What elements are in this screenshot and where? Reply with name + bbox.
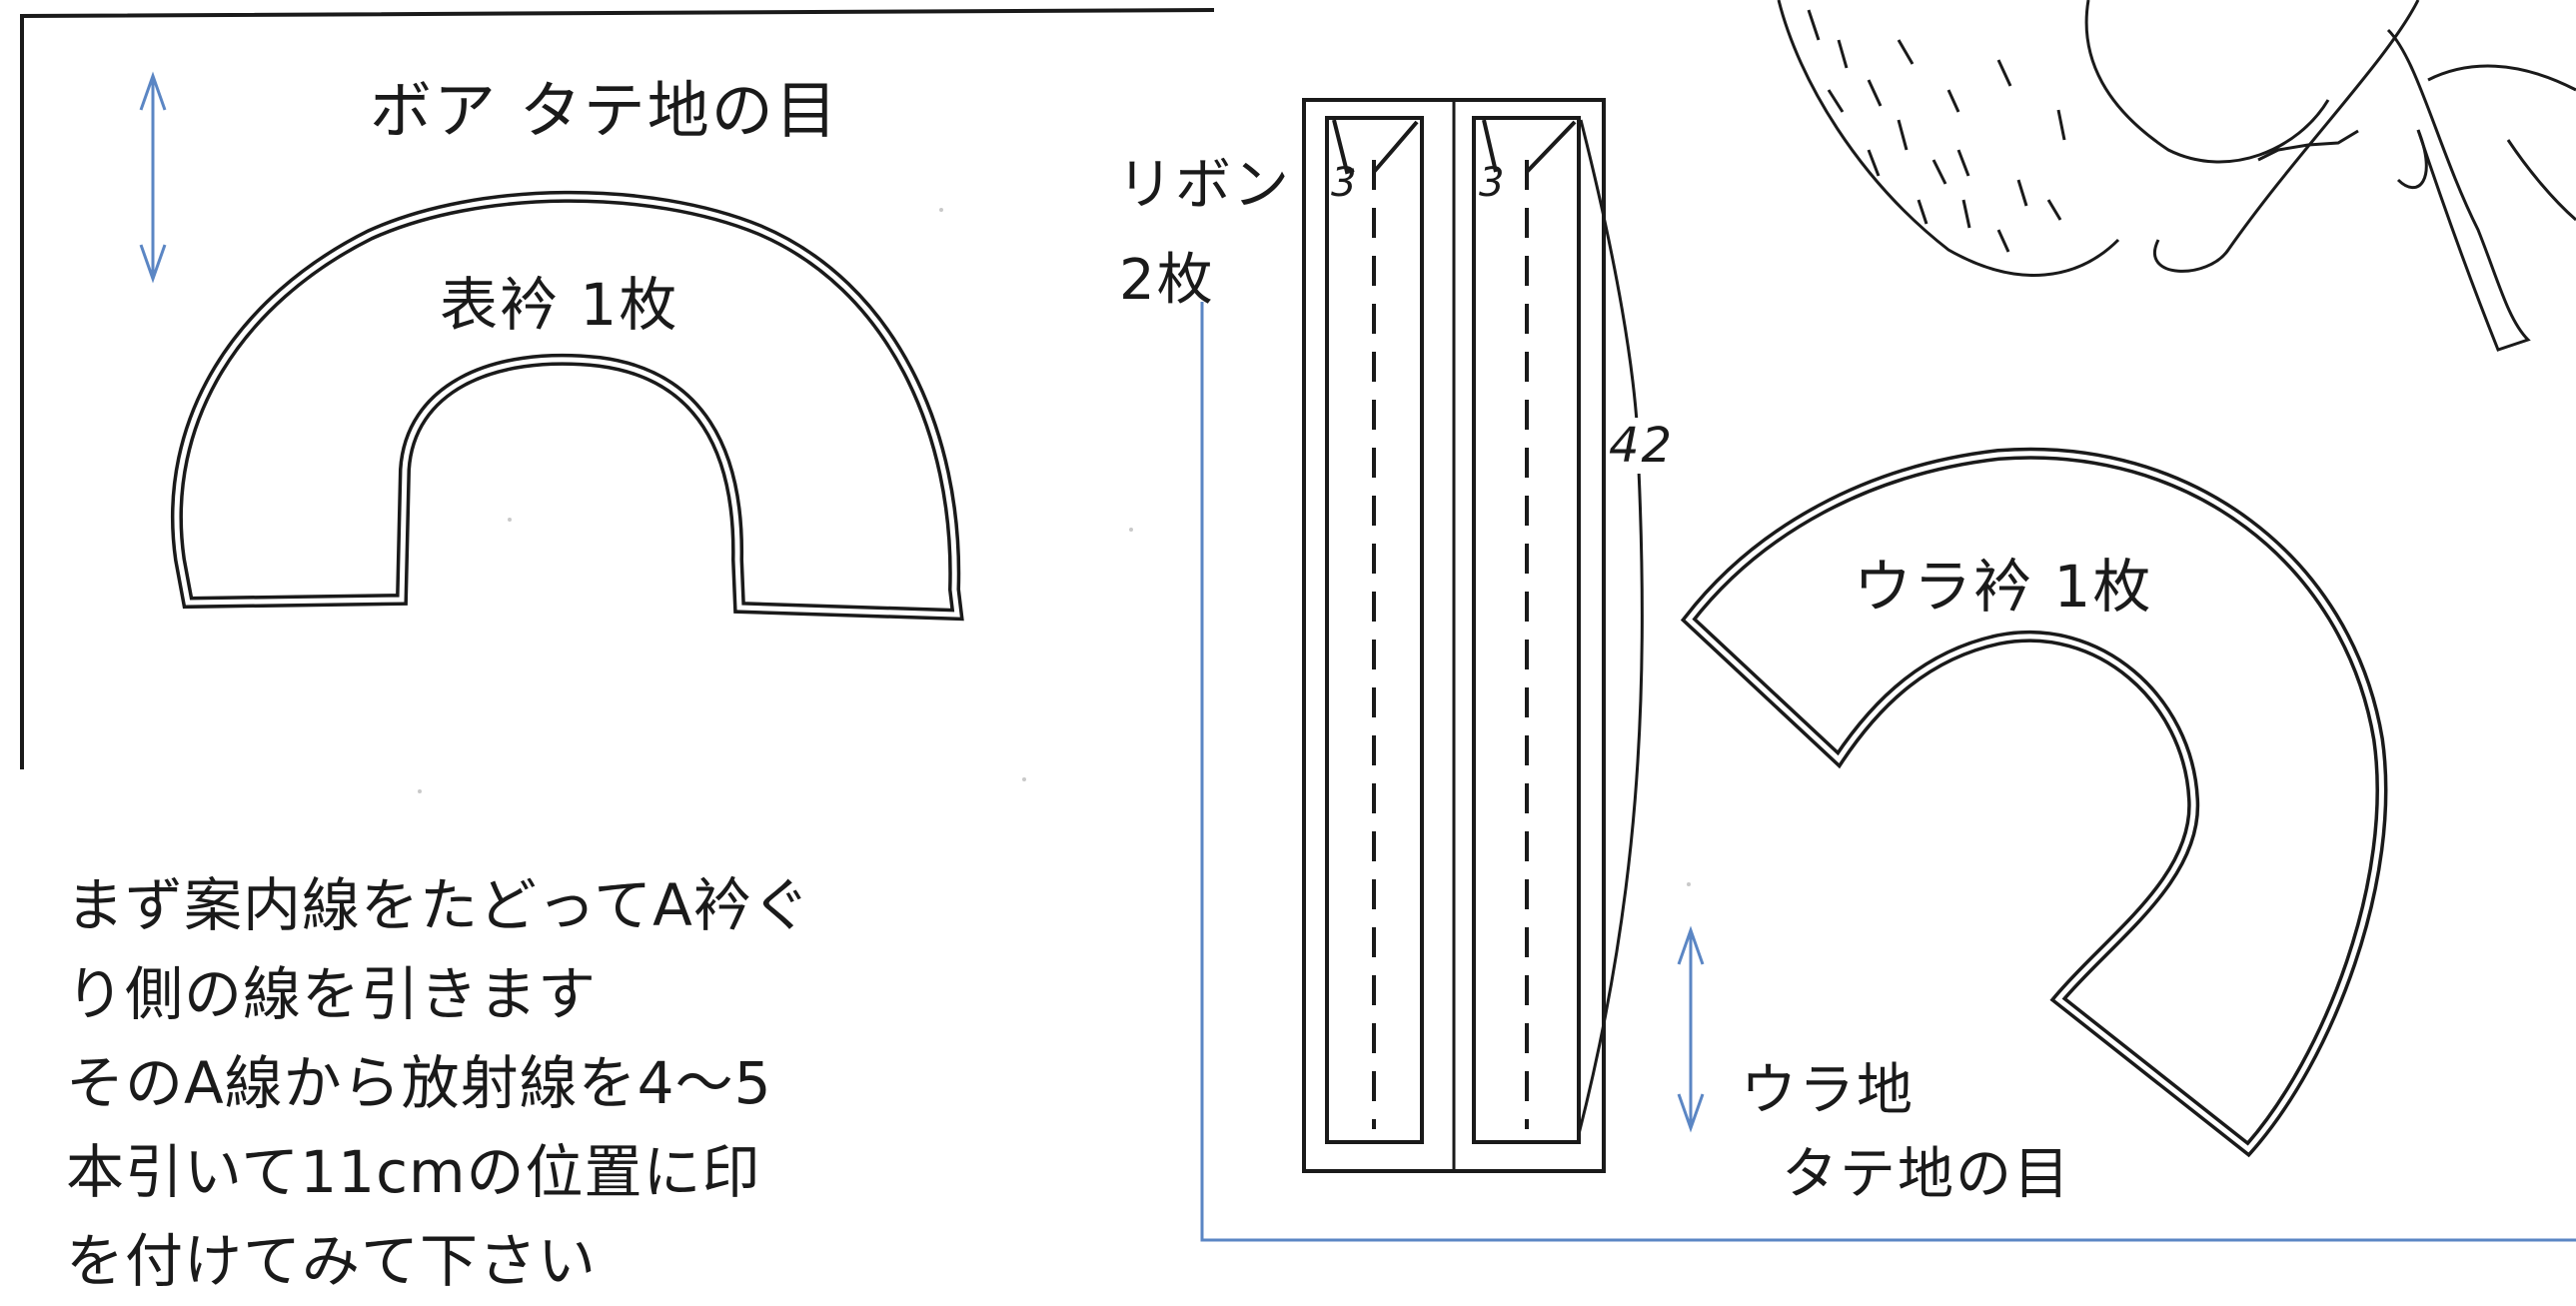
- scan-specks: [418, 208, 1691, 886]
- front-collar-piece-label: 表衿 1枚: [440, 271, 679, 339]
- fur-collar-illustration: [1777, 0, 2576, 352]
- instruction-line: を付けてみて下さい: [66, 1227, 598, 1295]
- back-collar-fabric-label: ウラ地: [1741, 1058, 1915, 1123]
- ribbon-pieces: [1302, 98, 1644, 1173]
- instruction-line: そのA線から放射線を4～5: [66, 1049, 772, 1117]
- ribbon-count-label: 2枚: [1119, 248, 1215, 313]
- front-collar-frame: [20, 8, 1215, 769]
- ribbon-strip-right: [1472, 116, 1581, 1144]
- front-collar-grain-label: ボア タテ地の目: [370, 74, 839, 147]
- instruction-line: まず案内線をたどってA衿ぐ: [66, 871, 811, 939]
- ribbon-length-label: 42: [1609, 418, 1675, 474]
- right-frame-line: [1200, 302, 2576, 1242]
- grain-arrow-back: [1677, 925, 1705, 1133]
- grain-arrow-front: [139, 71, 167, 284]
- pattern-sheet: ボア タテ地の目 表衿 1枚 リボン 2枚 3 3 42 ウラ衿 1枚 ウラ地 …: [20, 0, 2576, 1295]
- instruction-line: り側の線を引きます: [66, 960, 598, 1028]
- ribbon-length-arc: [1577, 119, 1644, 1135]
- instruction-line: 本引いて11cmの位置に印: [66, 1138, 761, 1206]
- back-collar-grain-label: タテ地の目: [1782, 1142, 2071, 1207]
- ribbon-seam-right: 3: [1479, 160, 1507, 206]
- back-collar-piece: [1680, 447, 2388, 1158]
- ribbon-strip-left: [1325, 116, 1424, 1144]
- pattern-drawing: [20, 0, 2576, 1242]
- ribbon-label: リボン: [1117, 153, 1291, 218]
- ribbon-seam-left: 3: [1331, 160, 1359, 206]
- front-collar-piece: [170, 190, 964, 622]
- back-collar-piece-label: ウラ衿 1枚: [1854, 553, 2153, 621]
- instructions-text: まず案内線をたどってA衿ぐ り側の線を引きます そのA線から放射線を4～5 本引…: [66, 861, 865, 1306]
